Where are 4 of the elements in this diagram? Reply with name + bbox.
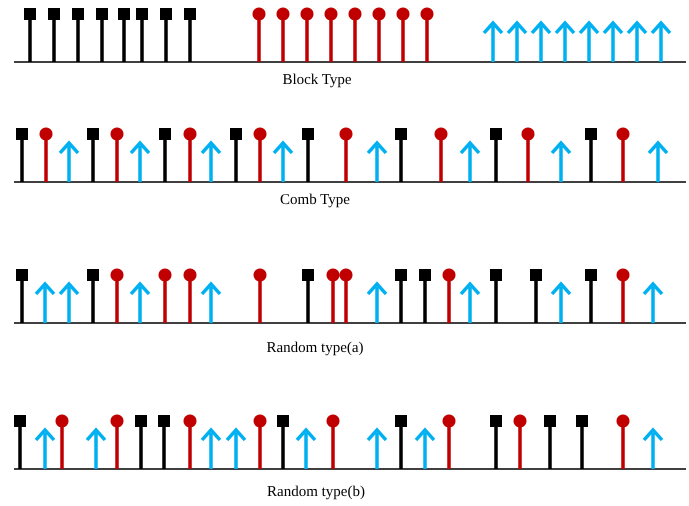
caption: Random type(a) (266, 340, 364, 357)
caption: Comb Type (280, 192, 350, 209)
caption: Block Type (282, 72, 352, 89)
caption: Random type(b) (267, 484, 365, 501)
